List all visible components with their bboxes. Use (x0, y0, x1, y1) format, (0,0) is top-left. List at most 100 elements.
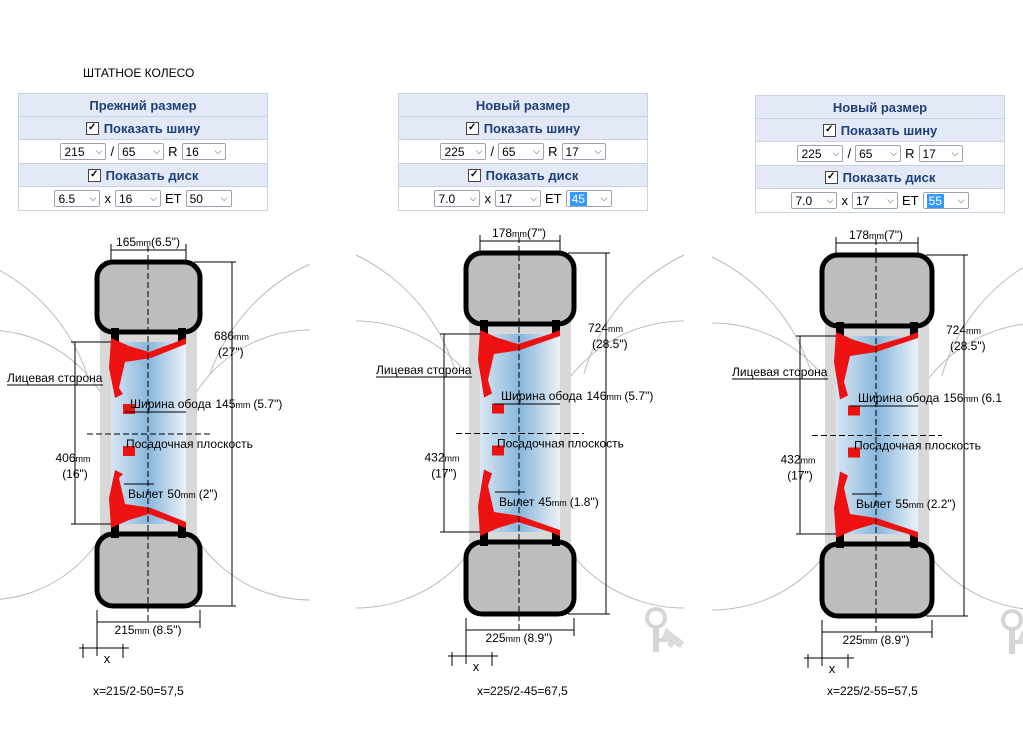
show-rim-label: Показать диск (842, 169, 936, 185)
height-value: 724 (946, 323, 966, 337)
tire-top (819, 252, 935, 329)
section-width-value: 215 (115, 623, 135, 637)
tire-separator: / (110, 144, 115, 159)
unit-mm: mm (606, 392, 621, 402)
unit-mm: mm (506, 634, 521, 644)
tire-width-select[interactable]: 225⌵ (440, 143, 487, 160)
tire-radius-select[interactable]: 17⌵ (561, 143, 606, 160)
rim-profile-top (834, 332, 918, 400)
bead-right (910, 322, 918, 338)
chevron-down-icon: ⌵ (887, 195, 894, 205)
chevron-down-icon: ⌵ (153, 146, 161, 156)
show-rim-row: ✓ Показать диск (399, 164, 647, 187)
rim-width-select[interactable]: 7.0⌵ (434, 190, 481, 207)
show-rim-label: Показать диск (485, 167, 579, 183)
show-rim-checkbox[interactable]: ✓ (87, 168, 101, 182)
chevron-down-icon: ⌵ (826, 195, 834, 205)
show-rim-checkbox[interactable]: ✓ (467, 168, 481, 182)
tread-width-inch: (7") (884, 228, 903, 242)
tread-width-value: 178 (849, 228, 869, 242)
tire-separator: / (490, 144, 495, 159)
show-tire-checkbox[interactable]: ✓ (85, 121, 99, 135)
tire-profile-select[interactable]: 65⌵ (118, 143, 165, 160)
bead-left (836, 532, 844, 548)
tire-radius-prefix: R (905, 146, 915, 161)
show-tire-row: ✓Показать шину (19, 117, 267, 140)
key-shaft (653, 626, 659, 652)
unit-mm: mm (235, 400, 250, 410)
key-second (1018, 630, 1023, 644)
hub-flange (848, 405, 860, 416)
rim-width-select[interactable]: 6.5⌵ (54, 190, 101, 207)
chevron-down-icon: ⌵ (475, 146, 483, 156)
show-rim-checkbox[interactable]: ✓ (824, 170, 838, 184)
rim-et-select[interactable]: 45⌵ (565, 190, 612, 207)
key-shaft (1009, 628, 1015, 654)
tread-width-label: 178mm(7") (849, 228, 903, 242)
rim-width-inch: (5.7") (624, 389, 653, 403)
formula-2: x=225/2-45=67,5 (477, 684, 568, 698)
show-tire-checkbox[interactable]: ✓ (822, 123, 836, 137)
bead-right (552, 320, 560, 336)
unit-mm: mm (801, 456, 816, 466)
tire-profile-select[interactable]: 65⌵ (855, 145, 902, 162)
hub-flange (123, 404, 135, 414)
tire-bottom (463, 539, 577, 617)
key-tooth (1015, 640, 1023, 644)
rim-width-inch: (6.1 (981, 391, 1002, 405)
key-second (662, 628, 684, 648)
rim-et-select[interactable]: 55⌵ (922, 192, 969, 209)
unit-mm: mm (863, 636, 878, 646)
tire-width-select[interactable]: 215⌵ (60, 143, 107, 160)
key-bow (1001, 609, 1023, 631)
tread-width-value: 178 (492, 226, 512, 240)
tire-width-select[interactable]: 225⌵ (797, 145, 844, 162)
section-width-value: 225 (486, 631, 506, 645)
seat-plane-label: Посадочная плоскость (854, 439, 981, 453)
rim-diameter-select[interactable]: 17⌵ (494, 190, 541, 207)
section-width-label: 225mm(8.9") (486, 631, 553, 645)
rim-diameter-select[interactable]: 17⌵ (851, 192, 898, 209)
rim-separator: x (841, 193, 848, 208)
rim-et-select[interactable]: 50⌵ (185, 190, 232, 207)
seat-plane-label: Посадочная плоскость (126, 437, 253, 451)
hub-flange (492, 403, 504, 414)
show-rim-row: ✓ Показать диск (756, 166, 1004, 189)
offset-inch: (1.8") (570, 495, 599, 509)
rim-profile-bottom (478, 469, 560, 536)
chevron-down-icon: ⌵ (832, 148, 840, 158)
tire-radius-select[interactable]: 17⌵ (918, 145, 963, 162)
unit-mm: mm (966, 326, 981, 336)
unit-mm: mm (234, 332, 249, 342)
height-inch: (27") (218, 345, 244, 359)
rim-diameter-select[interactable]: 16⌵ (114, 190, 161, 207)
offset-title: Вылет (499, 495, 535, 509)
tire-separator: / (847, 146, 852, 161)
show-tire-checkbox[interactable]: ✓ (465, 121, 479, 135)
formula-1: x=215/2-50=57,5 (93, 684, 184, 698)
rim-width-select[interactable]: 7.0⌵ (791, 192, 838, 209)
bead-left (480, 530, 488, 546)
tire-radius-select[interactable]: 16⌵ (181, 143, 226, 160)
rim-profile-bottom (834, 471, 918, 538)
key-tooth (659, 638, 667, 642)
tire-profile-select[interactable]: 65⌵ (498, 143, 545, 160)
rim-width-title: Ширина обода (858, 391, 940, 405)
offset-title: Вылет (128, 487, 164, 501)
tread-width-inch: (6.5") (151, 235, 180, 249)
x-label: x (104, 651, 111, 666)
face-side-label: Лицевая сторона (732, 365, 828, 379)
wheel-diagram-2: 178mm(7")724mm(28.5")432mm(17")Лицевая с… (355, 226, 685, 674)
chevron-down-icon: ⌵ (89, 193, 97, 203)
height-inch: (28.5") (592, 337, 628, 351)
chevron-down-icon: ⌵ (533, 146, 541, 156)
